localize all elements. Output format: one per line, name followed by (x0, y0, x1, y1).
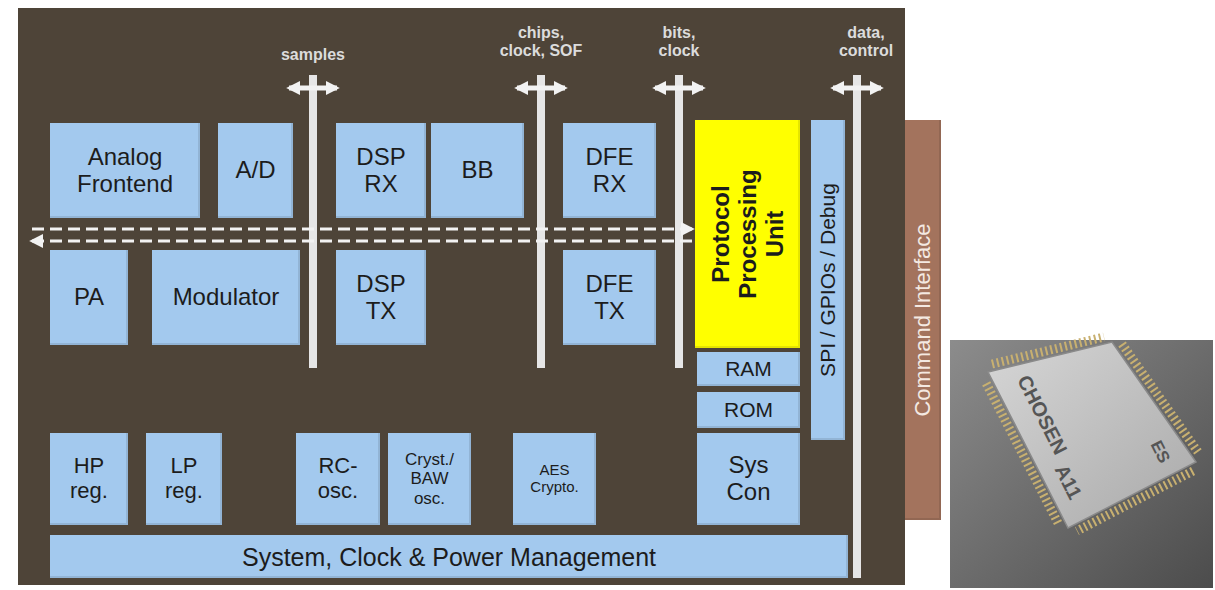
bus-label: chips, clock, SOF (497, 24, 586, 61)
regulator-box: HP reg. (50, 433, 128, 525)
dataflow-arrow (32, 228, 692, 231)
management-bar: System, Clock & Power Management (50, 535, 848, 578)
bus-bar (309, 75, 317, 368)
box-label: Analog Frontend (55, 144, 195, 198)
box-label: SPI / GPIOs / Debug (816, 125, 840, 435)
chip-body (988, 342, 1196, 528)
box-label: DFE TX (580, 271, 640, 325)
block-box: Modulator (152, 250, 300, 345)
box-label: Cryst./ BAW osc. (400, 450, 460, 507)
memory-box: RAM (697, 352, 800, 386)
box-label: PA (74, 284, 104, 311)
box-label: Protocol Processing Unit (707, 159, 788, 309)
processor-box: Protocol Processing Unit (695, 120, 800, 348)
box-label: BB (461, 157, 493, 184)
chip-panel (18, 8, 905, 585)
photo-background (950, 340, 1213, 588)
bus-arrow (833, 86, 881, 91)
block-box: DFE RX (563, 123, 656, 218)
box-label: A/D (235, 157, 275, 184)
box-label: HP reg. (64, 454, 114, 503)
block-box: DSP TX (336, 250, 426, 345)
bus-bar (675, 75, 683, 368)
box-label: RAM (725, 357, 772, 381)
command-interface-bar: Command Interface (905, 120, 941, 520)
box-label: ROM (724, 398, 773, 422)
oscillator-box: Cryst./ BAW osc. (388, 433, 471, 525)
box-label: AES Crypto. (525, 462, 585, 496)
box-label: Modulator (173, 284, 280, 311)
bus-label: data, control (833, 24, 899, 61)
oscillator-box: RC- osc. (296, 433, 380, 525)
bus-arrow (655, 86, 703, 91)
block-box: A/D (218, 123, 293, 218)
box-label: System, Clock & Power Management (242, 543, 656, 571)
bus-arrow (289, 86, 337, 91)
syscon-box: Sys Con (697, 433, 800, 525)
box-label: RC- osc. (312, 454, 364, 503)
box-label: Command Interface (911, 125, 936, 515)
box-label: DSP RX (351, 144, 411, 198)
crypto-box: AES Crypto. (513, 433, 596, 525)
regulator-box: LP reg. (146, 433, 222, 525)
block-box: DFE TX (563, 250, 656, 345)
bus-arrow (517, 86, 565, 91)
box-label: Sys Con (719, 452, 779, 506)
bus-bar (537, 75, 545, 368)
block-box: PA (50, 250, 128, 345)
block-box: Analog Frontend (50, 123, 200, 218)
bus-label: bits, clock (653, 24, 705, 61)
box-label: DSP TX (351, 271, 411, 325)
bus-bar (853, 75, 861, 578)
block-box: DSP RX (336, 123, 426, 218)
block-box: BB (431, 123, 524, 218)
interface-box: SPI / GPIOs / Debug (811, 120, 845, 440)
memory-box: ROM (697, 392, 800, 428)
box-label: DFE RX (580, 144, 640, 198)
bus-label: samples (268, 46, 358, 64)
dataflow-arrow (32, 240, 692, 243)
box-label: LP reg. (159, 454, 209, 503)
